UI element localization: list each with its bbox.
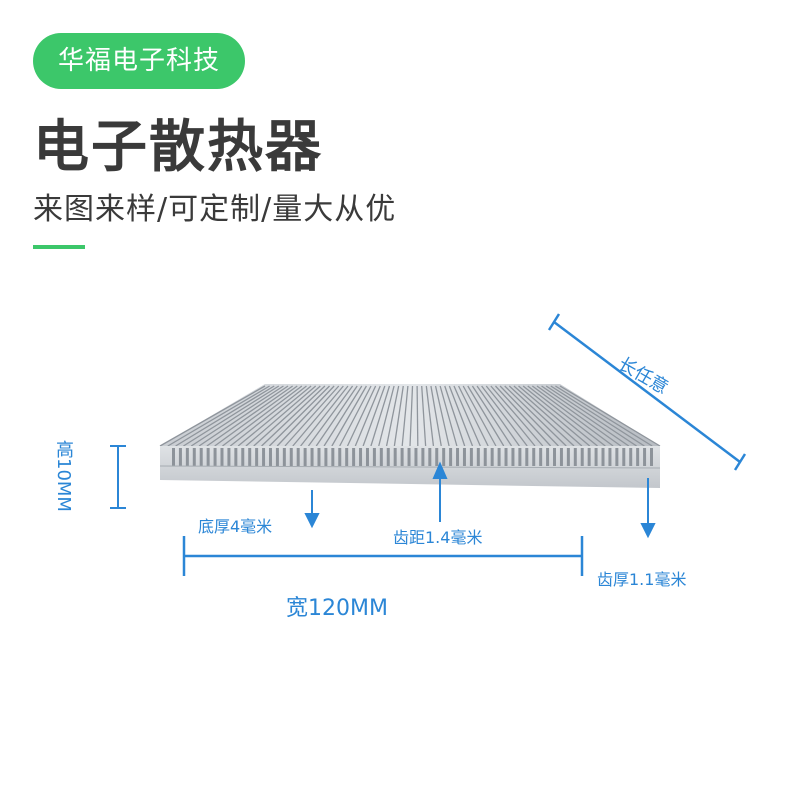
fin-thickness-label: 齿厚1.1毫米: [597, 570, 687, 589]
base-thickness-arrow: [304, 490, 320, 529]
base-thickness-label: 底厚4毫米: [198, 517, 273, 536]
brand-badge: 华福电子科技: [33, 33, 245, 89]
length-dimension: [547, 313, 747, 471]
page-title: 电子散热器: [33, 115, 323, 180]
fin-pitch-arrow: [432, 461, 448, 522]
height-label: 高10MM: [53, 440, 74, 512]
height-dimension: [110, 445, 126, 509]
accent-divider: [33, 245, 85, 249]
heatsink-image: [159, 384, 661, 488]
page-subtitle: 来图来样/可定制/量大从优: [33, 192, 397, 227]
fin-pitch-label: 齿距1.4毫米: [393, 528, 483, 547]
width-dimension: [182, 536, 584, 576]
width-label: 宽120MM: [286, 596, 388, 621]
fin-thickness-arrow: [640, 478, 656, 539]
